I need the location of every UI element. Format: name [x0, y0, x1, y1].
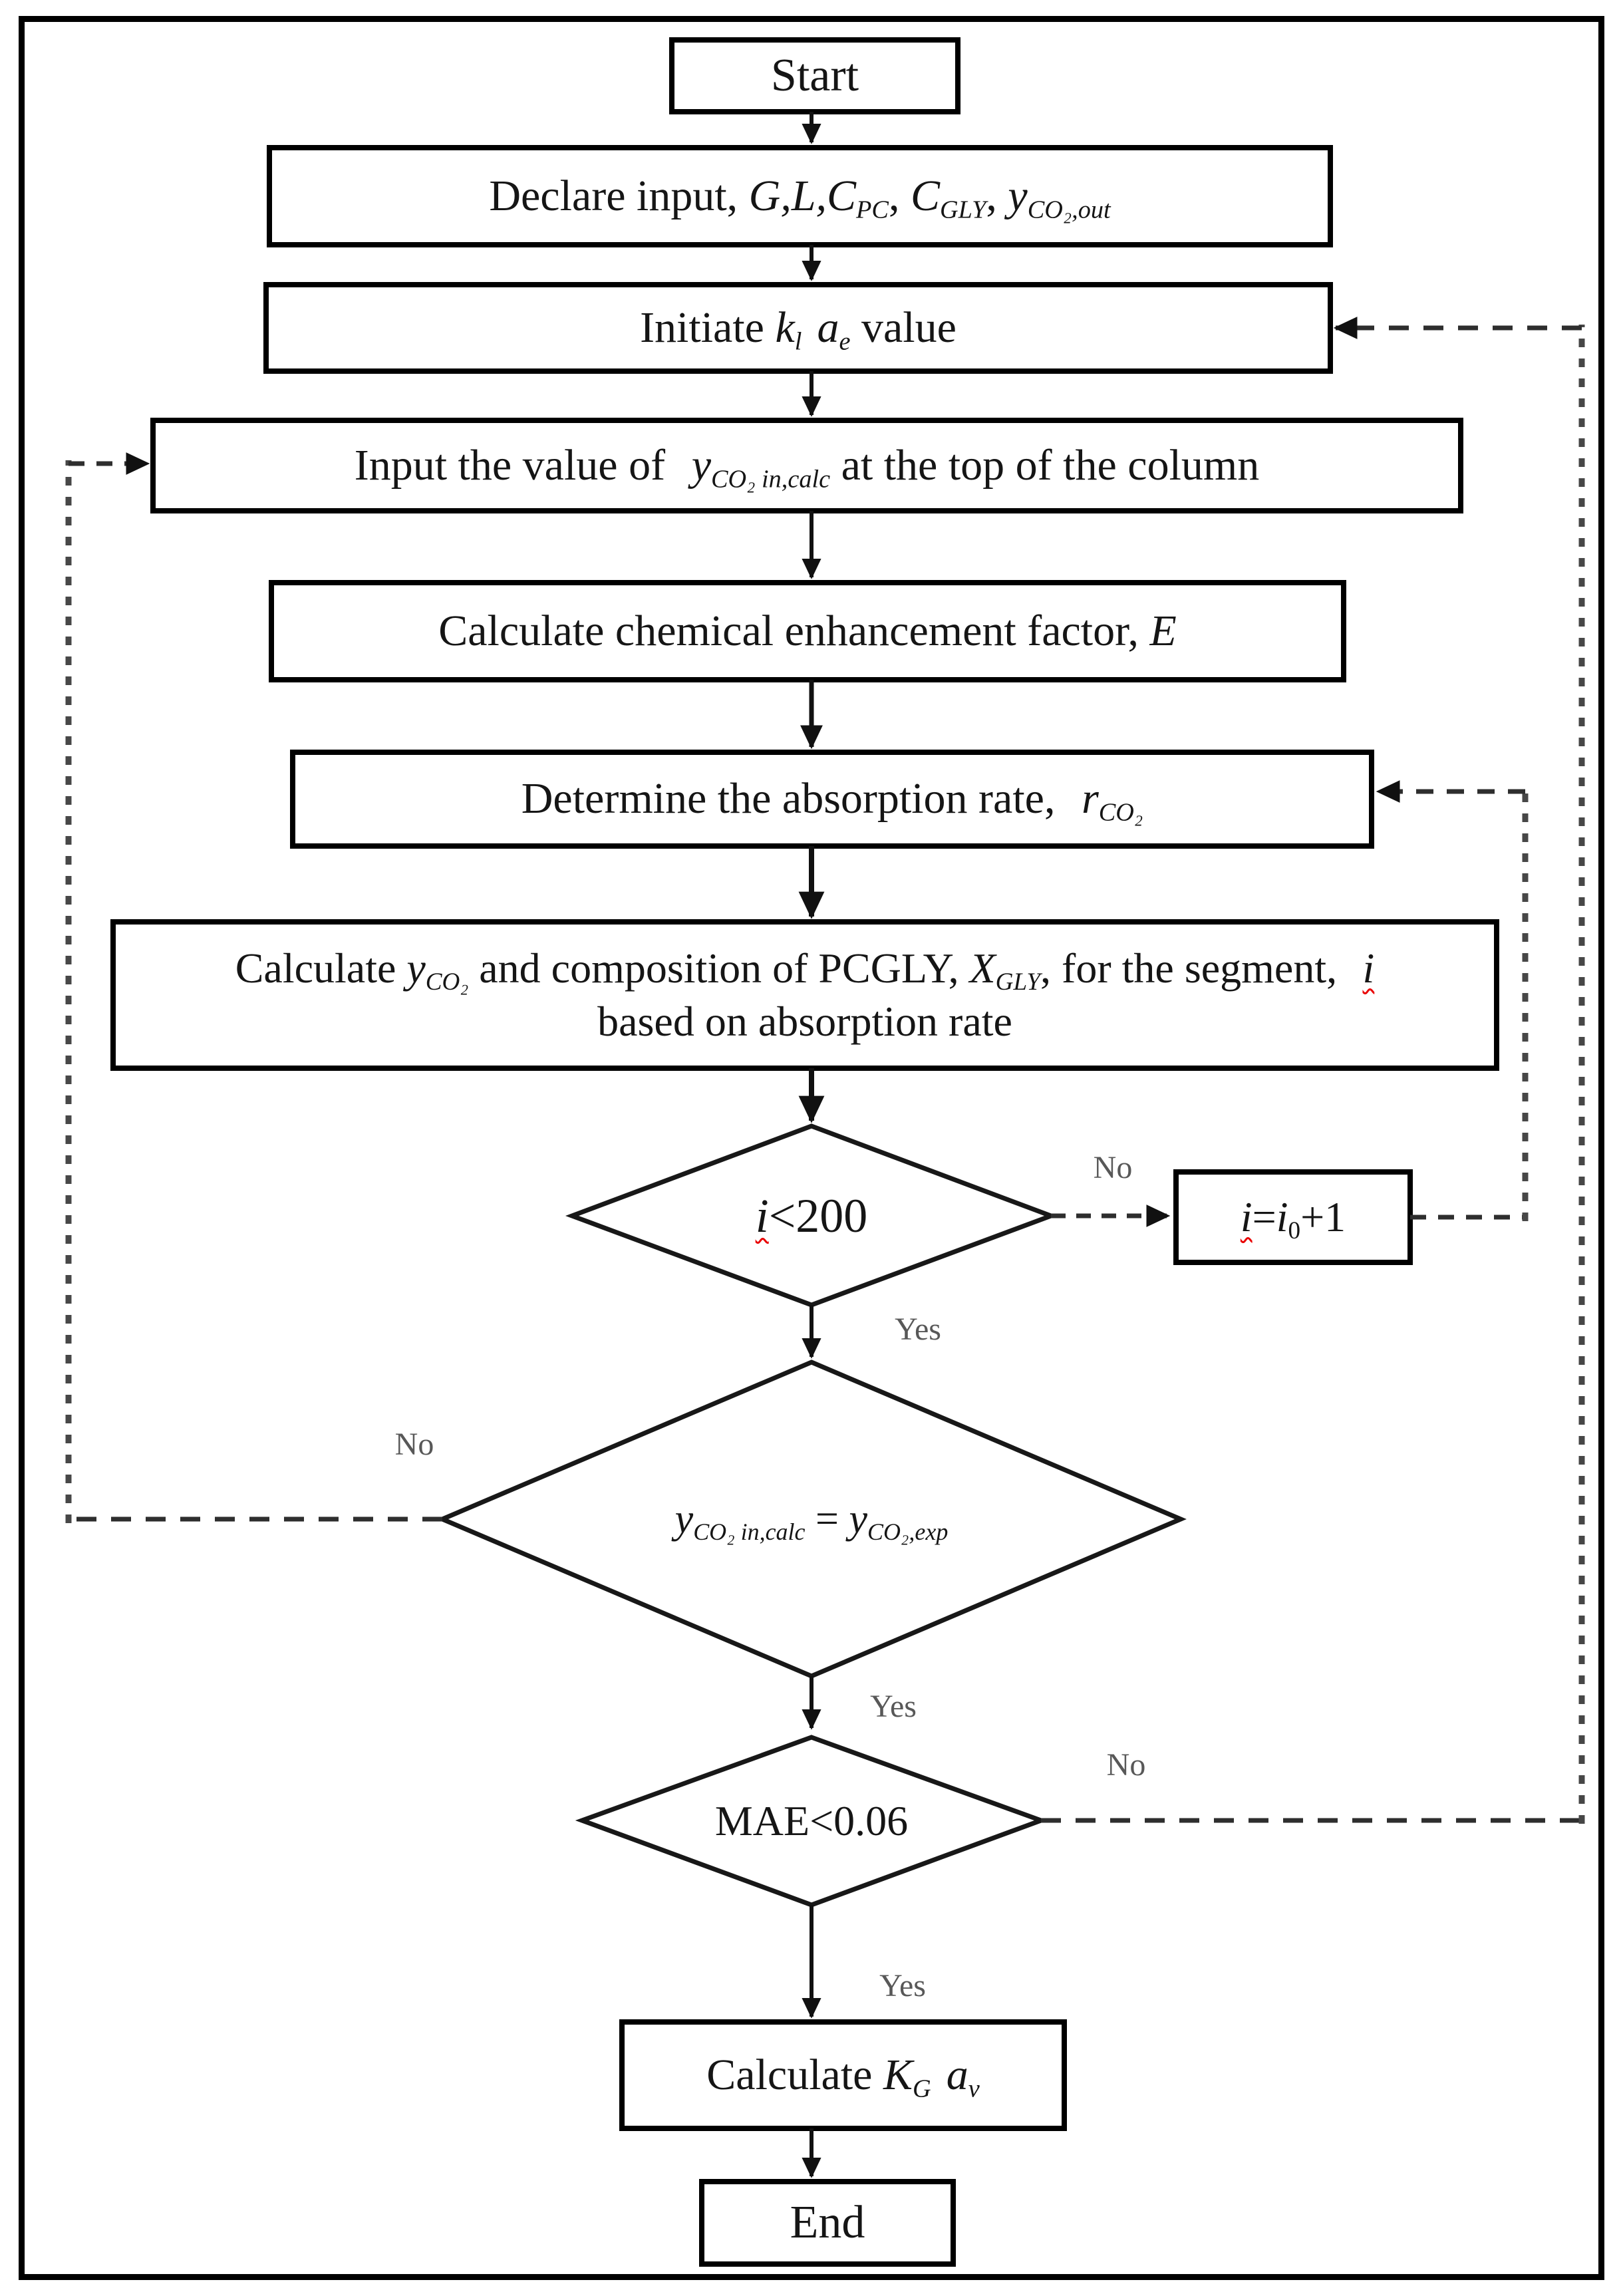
input-box-shape [150, 418, 1463, 513]
calc-yco2-label: Calculate yCO₂ and composition of PCGLY,… [235, 942, 1375, 1048]
end-box-shape [699, 2179, 956, 2267]
flow-node-declare: Declare input, G,L,CPC, CGLY, yCO₂,out [269, 148, 1330, 245]
decision-mae-label: MAE<0.06 [714, 1797, 909, 1844]
increment-box-shape [1173, 1169, 1413, 1265]
edge-label-no-decision-mae: No [1106, 1747, 1146, 1783]
calc-yco2-box-shape [110, 919, 1499, 1071]
flow-node-decision-mae: MAE<0.06 [599, 1784, 1024, 1858]
calc-yco2-line1: Calculate yCO₂ and composition of PCGLY,… [235, 944, 1375, 996]
increment-label: i=i0+1 [1240, 1193, 1346, 1245]
declare-box-shape [267, 145, 1333, 247]
determine-box-shape [290, 750, 1374, 849]
flow-node-calc-yco2: Calculate yCO₂ and composition of PCGLY,… [113, 922, 1497, 1068]
edge-label-yes-decision-mae: Yes [879, 1968, 926, 2003]
declare-label: Declare input, G,L,CPC, CGLY, yCO₂,out [489, 171, 1111, 224]
edge-label-yes-decision-i: Yes [895, 1312, 941, 1347]
edge-label-no-decision-y: No [394, 1427, 434, 1462]
flow-node-end: End [702, 2182, 953, 2264]
edge-label-no-decision-i: No [1093, 1150, 1133, 1185]
input-top-label: Input the value of yCO₂ in,calc at the t… [354, 440, 1260, 494]
determine-rate-label: Determine the absorption rate, rCO₂ [521, 774, 1143, 827]
flow-node-decision-i: i<200 [639, 1176, 984, 1256]
decision-y-label: yCO₂ in,calc = yCO₂,exp [674, 1497, 949, 1546]
end-label: End [790, 2197, 865, 2249]
flow-node-increment: i=i0+1 [1176, 1172, 1410, 1262]
calc-yco2-line2: based on absorption rate [597, 998, 1012, 1045]
flow-node-determine-rate: Determine the absorption rate, rCO₂ [293, 752, 1372, 846]
flow-node-decision-y: yCO₂ in,calc = yCO₂,exp [479, 1477, 1144, 1563]
initiate-box-shape [263, 282, 1333, 374]
flow-node-input-top: Input the value of yCO₂ in,calc at the t… [153, 420, 1461, 511]
decision-i-label: i<200 [755, 1189, 868, 1242]
flow-node-calc-e: Calculate chemical enhancement factor, E [271, 583, 1344, 680]
start-label: Start [770, 50, 859, 102]
start-box-shape [669, 37, 960, 114]
calc-e-box-shape [269, 580, 1346, 682]
flow-node-start: Start [672, 40, 958, 112]
calc-e-label: Calculate chemical enhancement factor, E [438, 606, 1177, 655]
outer-border [19, 16, 1604, 2280]
edge-label-yes-decision-y: Yes [870, 1689, 917, 1724]
calc-kga-box-shape [619, 2019, 1067, 2131]
